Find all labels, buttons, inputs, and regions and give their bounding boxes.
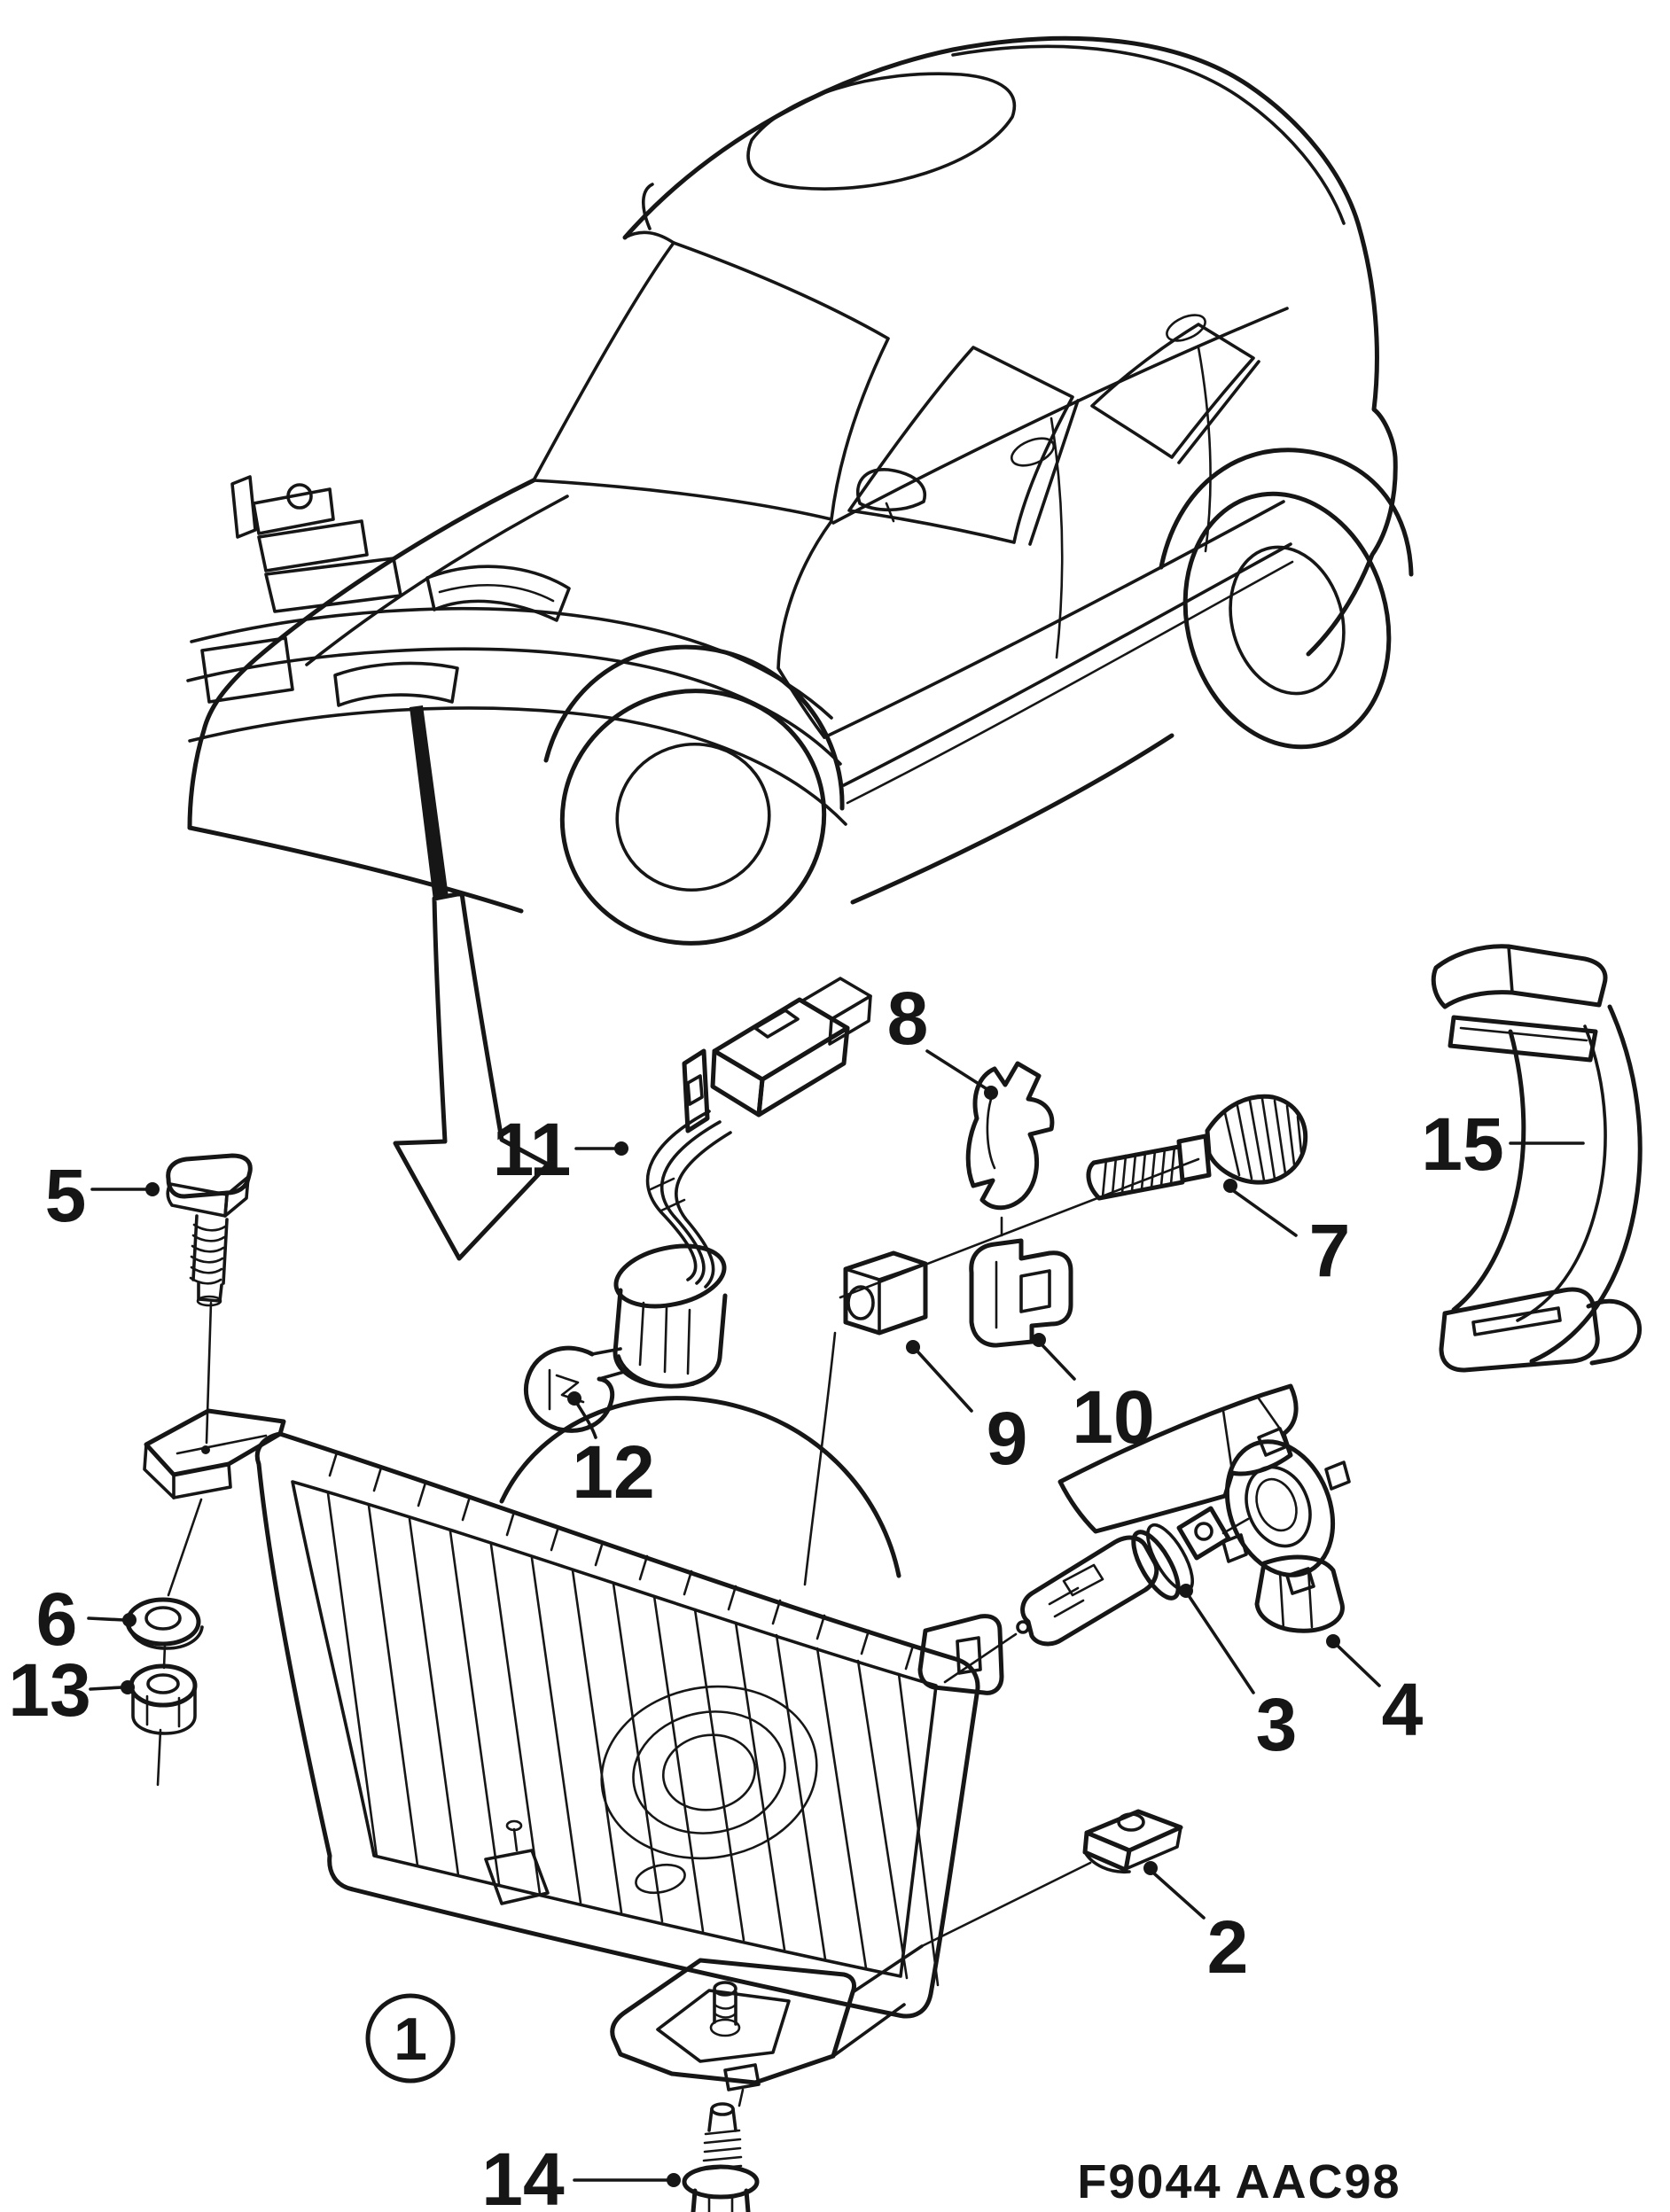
door-handle [1166, 314, 1206, 342]
part-15-air-duct [1431, 944, 1643, 1373]
part-4-bulb-holder [1221, 1427, 1351, 1633]
callout-8: 8 [887, 977, 998, 1100]
callout-15: 15 [1421, 1102, 1585, 1186]
part-11-cable-harness [645, 977, 872, 1289]
part-10-clip [969, 1238, 1073, 1348]
callout-label-9: 9 [987, 1397, 1028, 1480]
part-14-flange-screw [682, 2102, 760, 2212]
callout-9: 9 [906, 1340, 1027, 1480]
locator-arrow-tail [410, 705, 449, 900]
callout-1: 1 [365, 1993, 456, 2083]
callout-13: 13 [8, 1648, 135, 1732]
callout-12: 12 [567, 1391, 655, 1514]
callout-7: 7 [1223, 1179, 1350, 1292]
callout-3: 3 [1179, 1584, 1297, 1766]
callout-2: 2 [1143, 1861, 1248, 1989]
callout-6: 6 [36, 1577, 137, 1661]
callout-label-11: 11 [493, 1108, 572, 1191]
side-mirror [856, 468, 926, 512]
door-handle [1011, 437, 1055, 467]
callout-label-5: 5 [45, 1154, 87, 1237]
part-1-fog-lamp-assembly [143, 1383, 1299, 2091]
callout-label-2: 2 [1207, 1905, 1249, 1989]
callout-11: 11 [493, 1108, 628, 1191]
callout-label-1: 1 [394, 2006, 427, 2073]
callout-label-3: 3 [1256, 1683, 1298, 1766]
callout-label-10: 10 [1072, 1375, 1154, 1459]
saab-badge [286, 483, 313, 510]
part-9-square-nut [843, 1250, 928, 1336]
callout-label-13: 13 [8, 1648, 90, 1732]
alignment-lines [156, 1157, 1250, 2107]
part-8-spring-clip [965, 1061, 1055, 1211]
diagram-code: F9044 AAC98 [1077, 2155, 1401, 2208]
callout-label-8: 8 [887, 977, 929, 1060]
part-7-adjusting-screw [1086, 1094, 1308, 1201]
callout-5: 5 [45, 1154, 160, 1237]
callout-4: 4 [1326, 1634, 1424, 1751]
callout-label-4: 4 [1382, 1668, 1424, 1751]
callout-label-15: 15 [1421, 1102, 1503, 1186]
fog-lamp-location [333, 661, 459, 707]
car-illustration [186, 35, 1414, 946]
callout-label-12: 12 [572, 1430, 654, 1514]
callout-label-6: 6 [36, 1577, 78, 1661]
callout-14: 14 [481, 2138, 681, 2212]
locator-arrow [393, 891, 550, 1261]
callout-label-7: 7 [1309, 1209, 1351, 1292]
part-2-clip-nut [1082, 1809, 1183, 1874]
part-5-t-head-screw [166, 1153, 253, 1307]
callout-label-14: 14 [481, 2138, 565, 2212]
callout-10: 10 [1032, 1333, 1155, 1459]
